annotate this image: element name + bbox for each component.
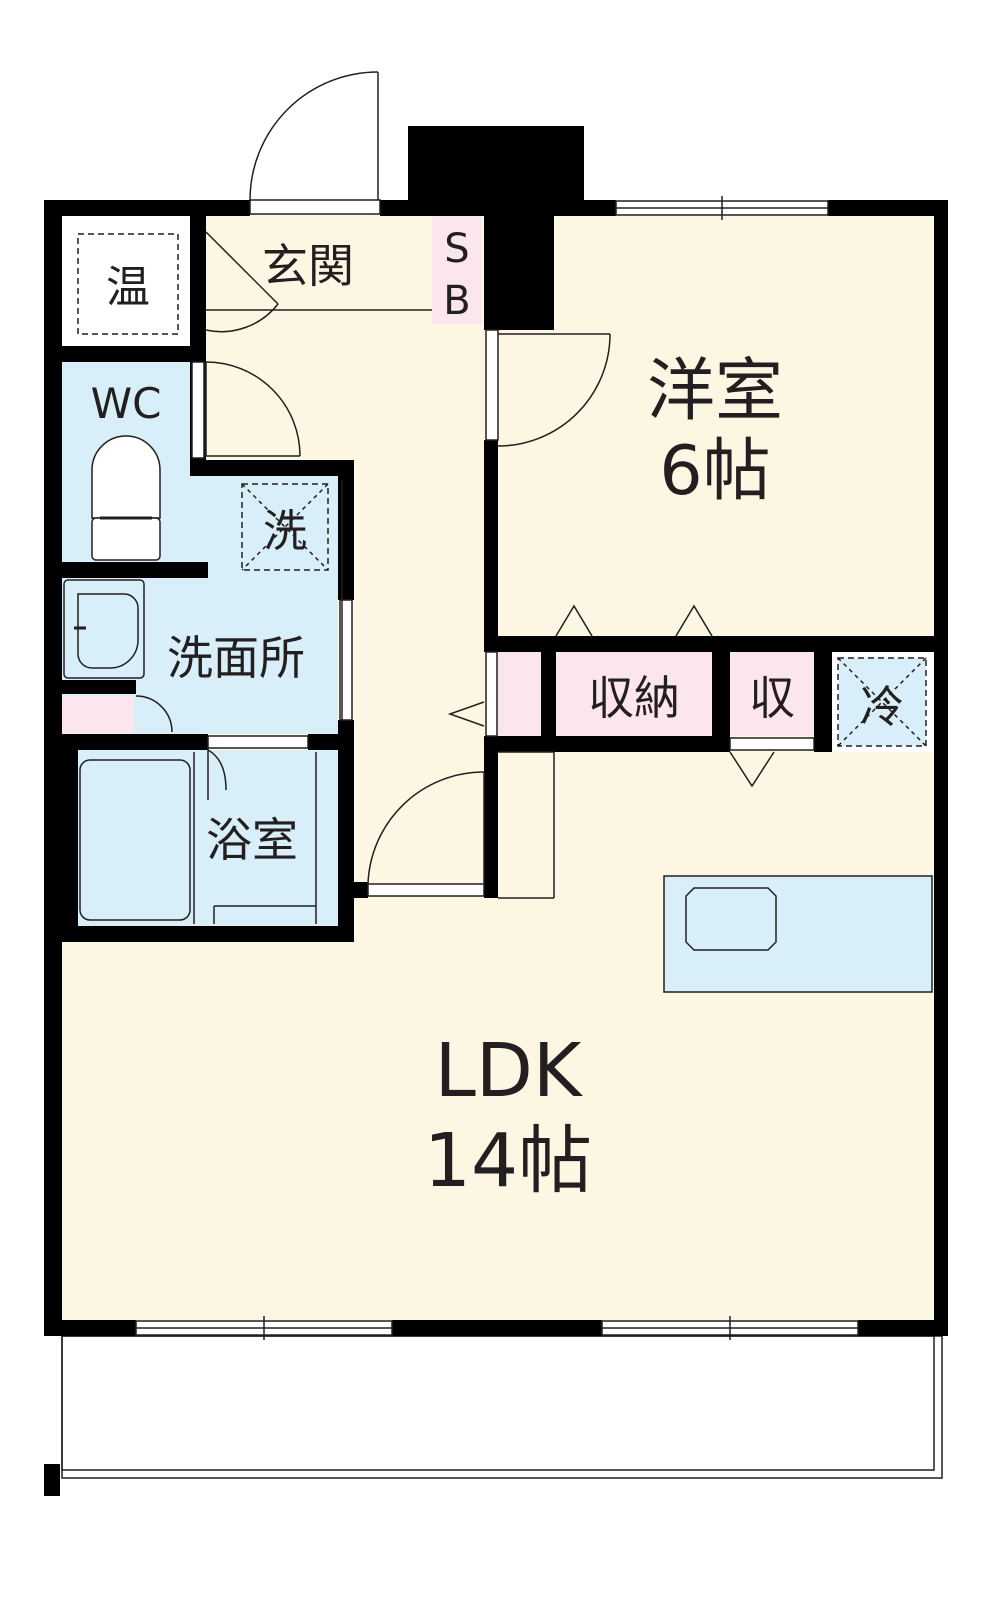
- kitchen-sink: [685, 887, 777, 951]
- entrance-door-arc: [249, 71, 379, 201]
- label-fridge: 冷: [860, 682, 904, 733]
- label-ldk-size: 14帖: [424, 1118, 592, 1204]
- label-washer: 洗: [263, 506, 307, 557]
- toilet-tank: [91, 517, 161, 561]
- western-door-arc: [497, 333, 611, 447]
- closet-storage: [556, 652, 712, 736]
- label-storage: 収納: [588, 671, 680, 725]
- washroom-closet: [62, 696, 134, 734]
- washer-box: [241, 483, 329, 571]
- wall-bath-top-b: [308, 734, 354, 750]
- bathtub: [79, 759, 191, 921]
- wall-wash-top: [190, 460, 354, 476]
- label-bathroom: 浴室: [206, 813, 298, 867]
- ldk-door-arc: [367, 771, 485, 885]
- wall-closet-div-2: [712, 636, 730, 752]
- label-ldk: LDK: [435, 1028, 584, 1114]
- closet-storage-small: [730, 652, 814, 736]
- wall-right: [934, 200, 948, 1336]
- wall-top-left: [44, 200, 250, 216]
- wall-bath-bottom: [62, 926, 354, 942]
- label-washroom: 洗面所: [167, 631, 305, 685]
- label-western-room: 洋室: [647, 352, 783, 431]
- balcony-post: [44, 1464, 60, 1496]
- windows: [135, 196, 859, 1340]
- label-water-heater: 温: [106, 262, 150, 313]
- fridge-box: [837, 657, 927, 747]
- vanity: [63, 579, 145, 679]
- doors: [191, 71, 815, 899]
- label-toilet: WC: [91, 379, 162, 428]
- wall-bottom-b: [392, 1320, 602, 1336]
- walls: [44, 126, 948, 1336]
- fixtures: [63, 233, 927, 951]
- wall-heater-right: [190, 214, 206, 346]
- wc-door-arc: [205, 361, 301, 457]
- wall-closet-div-1: [541, 636, 556, 752]
- basin: [77, 593, 139, 669]
- label-western-room-size: 6帖: [659, 432, 770, 511]
- shoe-box: [432, 216, 482, 324]
- wall-left: [44, 200, 62, 1336]
- kitchen-counter: [663, 875, 933, 993]
- wall-top-right-b: [828, 200, 948, 216]
- wall-wash-right: [338, 460, 354, 600]
- entrance-door-gap: [249, 199, 381, 215]
- label-shoe-box-s: S: [444, 226, 469, 272]
- heater-box: [77, 233, 179, 335]
- balcony-outline: [61, 1335, 943, 1479]
- balcony: [44, 1335, 943, 1496]
- wall-heater-bottom: [62, 346, 206, 362]
- label-entrance: 玄関: [262, 239, 354, 293]
- closet-hall: [497, 652, 541, 736]
- wall-hall-right-b: [484, 736, 498, 898]
- balcony-inner-line: [61, 1335, 935, 1471]
- labels: 玄関 S B 温 WC 洗 洗面所 浴室 洋室 6帖 収納 収 冷 LDK 14…: [91, 216, 904, 1204]
- toilet-bowl: [91, 435, 161, 519]
- wall-closet-bottom: [484, 736, 730, 752]
- wall-bath-left: [62, 734, 78, 942]
- wall-hall-bottom-stub: [354, 882, 368, 898]
- wall-hall-right-a: [484, 440, 498, 636]
- wall-wc-bottom: [62, 562, 208, 578]
- wall-bath-top-a: [62, 734, 208, 750]
- wall-wash-right-lower: [338, 720, 354, 942]
- wall-wash-left-stub: [62, 680, 136, 694]
- water-heater-closet: [62, 214, 190, 346]
- wall-bottom-a: [44, 1320, 136, 1336]
- label-shoe-box-b: B: [443, 278, 470, 324]
- pipe-shaft-top: [408, 126, 584, 216]
- wall-closet-div-3: [814, 636, 832, 752]
- pipe-shaft-side: [484, 214, 554, 330]
- label-storage-small: 収: [749, 671, 795, 725]
- wall-bottom-c: [858, 1320, 948, 1336]
